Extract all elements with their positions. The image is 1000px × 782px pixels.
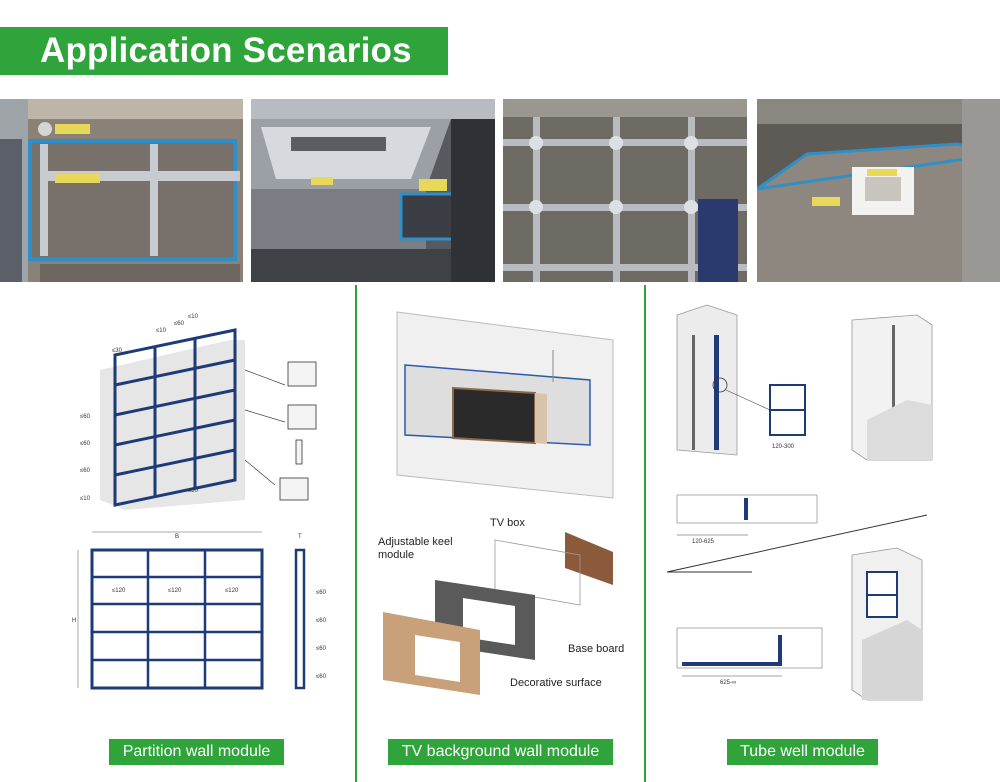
dim-label: ≤120 <box>112 588 126 594</box>
dim-label: ≤60 <box>316 618 327 624</box>
dim-label: H <box>72 618 76 624</box>
tv-box-label: TV box <box>490 517 525 529</box>
keel-module-label: Adjustable keel module <box>378 536 453 561</box>
base-board-label: Base board <box>568 643 625 655</box>
dim-label: T <box>298 534 302 540</box>
column-divider <box>355 285 357 782</box>
title-banner: Application Scenarios <box>0 27 448 75</box>
dim-label: ≤60 <box>316 674 327 680</box>
dim-label: ≤10 <box>156 328 167 334</box>
dim-label: B <box>175 534 179 540</box>
dim-label: ≤60 <box>316 590 327 596</box>
dim-label: ≤10 <box>188 314 199 320</box>
decorative-surface-label: Decorative surface <box>510 677 602 689</box>
column-divider <box>644 285 646 782</box>
dim-label: ≤120 <box>225 588 239 594</box>
dim-label: ≤60 <box>80 468 91 474</box>
dim-label: ≤30 <box>188 488 199 494</box>
keel-frame-photo <box>503 99 747 282</box>
dim-label: 120-625 <box>692 539 715 545</box>
dim-label: ≤60 <box>80 441 91 447</box>
partition-wall-drawing: ≤10 ≤60 ≤10 ≤30 ≤60 ≤60 ≤60 ≤10 ≤30 B ≤1… <box>70 300 350 720</box>
tv-cabinet-photo <box>251 99 495 282</box>
tube-well-label: Tube well module <box>727 739 878 765</box>
tube-well-photo <box>757 99 1000 282</box>
tv-wall-drawing: TV box Adjustable keel module Base board… <box>375 300 625 700</box>
partition-wall-label: Partition wall module <box>109 739 284 765</box>
tube-well-drawing: 120-300 120-625 625-∞ <box>662 300 992 720</box>
dim-label: 120-300 <box>772 444 795 450</box>
dim-label: 625-∞ <box>720 680 736 686</box>
tv-wall-label: TV background wall module <box>388 739 613 765</box>
dim-label: ≤10 <box>80 496 91 502</box>
dim-label: ≤30 <box>112 348 123 354</box>
dim-label: ≤60 <box>174 321 185 327</box>
page-title: Application Scenarios <box>40 31 412 70</box>
dim-label: ≤120 <box>168 588 182 594</box>
dim-label: ≤60 <box>316 646 327 652</box>
partition-wall-photo <box>0 99 243 282</box>
dim-label: ≤60 <box>80 414 91 420</box>
